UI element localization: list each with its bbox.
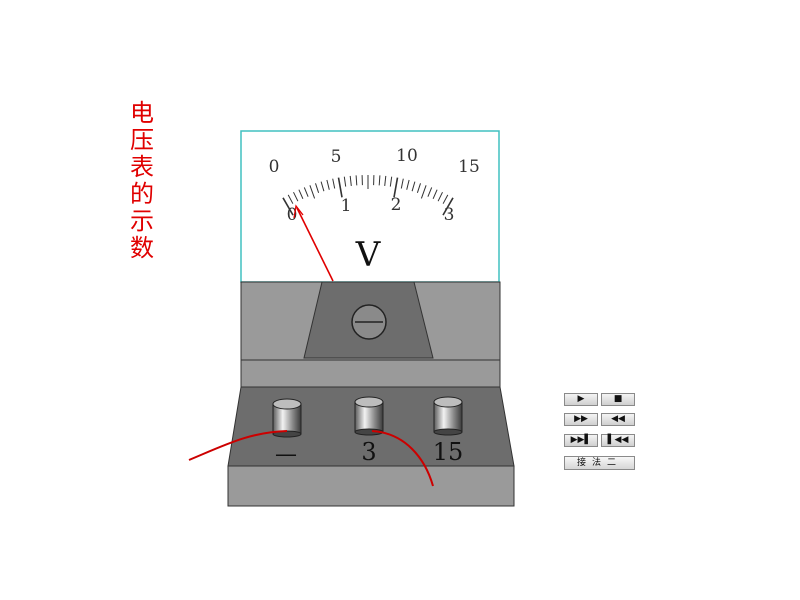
upper-scale-label: 15 (458, 157, 480, 177)
scale-tick (406, 179, 410, 190)
scale-tick (427, 187, 433, 197)
upper-scale-label: 10 (396, 146, 418, 166)
scale-tick (343, 176, 347, 187)
meter-base (227, 465, 515, 507)
scale-tick (420, 185, 427, 199)
scale-tick (315, 183, 320, 193)
meter-shelf (240, 359, 501, 388)
title-char: 压 (130, 126, 154, 154)
scale-tick (378, 175, 381, 186)
terminal-label-negative: — (275, 442, 297, 467)
scale-tick (442, 197, 454, 216)
scale-tick (332, 178, 336, 189)
scale-tick (416, 183, 421, 193)
stop-button[interactable]: ■ (601, 393, 635, 406)
scale-tick (337, 177, 343, 198)
page-title: 电 压 表 的 示 数 (128, 100, 156, 262)
terminal-3v[interactable] (354, 396, 384, 436)
fast-forward-button[interactable]: ▶▶ (564, 413, 598, 426)
terminal-15v[interactable] (433, 396, 463, 436)
scale-tick (432, 189, 438, 200)
scale-tick (293, 191, 299, 202)
title-char: 的 (130, 180, 154, 208)
scale-tick (384, 175, 387, 186)
scale-tick (411, 181, 416, 192)
skip-to-end-button[interactable]: ▶▶▌ (564, 434, 598, 447)
scale-tick (282, 197, 294, 216)
rewind-button[interactable]: ◀◀ (601, 413, 635, 426)
dial-face (240, 130, 500, 283)
scale-tick (320, 181, 325, 192)
scale-tick (389, 176, 393, 187)
play-button[interactable]: ▶ (564, 393, 598, 406)
pointer-arrowhead (293, 204, 304, 219)
skip-to-start-button[interactable]: ▌◀◀ (601, 434, 635, 447)
title-char: 电 (130, 99, 154, 127)
title-char: 数 (130, 234, 154, 262)
wire-3v[interactable] (371, 430, 434, 487)
scale-tick (303, 187, 309, 197)
scale-tick (287, 194, 294, 204)
pointer-needle (296, 207, 334, 282)
scale-tick (355, 175, 358, 186)
title-char: 示 (130, 207, 154, 235)
title-char: 表 (130, 153, 154, 181)
terminal-negative[interactable] (272, 398, 302, 438)
terminal-label-3: 3 (361, 438, 376, 466)
lower-scale-label: 2 (391, 195, 402, 215)
scale-tick (298, 189, 304, 200)
scale-tick (400, 178, 404, 189)
terminal-label-15: 15 (433, 438, 464, 466)
lower-scale-label: 0 (287, 205, 298, 225)
upper-scale-label: 5 (331, 147, 342, 167)
scale-tick (437, 191, 443, 202)
wire-negative[interactable] (188, 430, 288, 461)
method-two-button[interactable]: 接法二 (564, 456, 635, 470)
scale-arc (282, 175, 454, 216)
upper-scale-label: 0 (269, 157, 280, 177)
scale-tick (442, 194, 449, 204)
scale-tick (326, 179, 330, 190)
scale-tick (309, 185, 316, 199)
lower-scale-label: 3 (444, 205, 455, 225)
scale-tick (393, 177, 399, 198)
scale-tick (349, 175, 352, 186)
unit-symbol: V (355, 235, 382, 275)
lower-scale-label: 1 (341, 196, 352, 216)
